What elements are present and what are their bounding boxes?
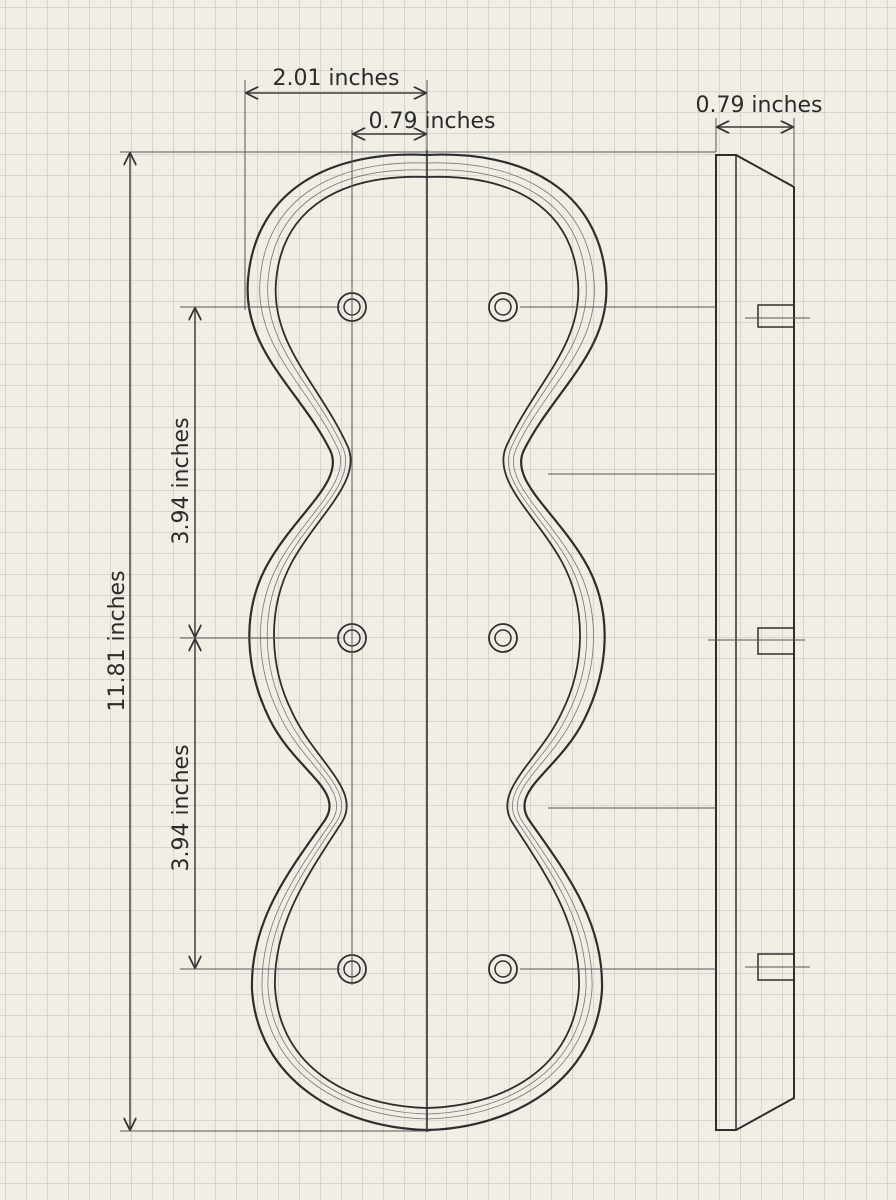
dimension-labels: 2.01 inches 0.79 inches 0.79 inches 11.8… <box>105 66 823 872</box>
hole-right-bottom <box>488 954 518 984</box>
side-peg-top <box>757 304 795 328</box>
extension-lines <box>120 80 795 1132</box>
hole-right-middle <box>488 623 518 653</box>
dimension-lines <box>130 93 792 1129</box>
label-overall-height: 11.81 inches <box>105 570 130 711</box>
side-peg-middle <box>757 627 795 655</box>
front-view <box>246 130 608 1132</box>
label-overall-width: 2.01 inches <box>272 66 399 91</box>
label-side-depth: 0.79 inches <box>695 93 822 118</box>
side-view <box>708 154 810 1131</box>
hole-right-top <box>488 292 518 322</box>
side-profile-outline <box>715 154 795 1131</box>
label-hole-spacing-lower: 3.94 inches <box>169 744 194 871</box>
label-half-width: 0.79 inches <box>368 109 495 134</box>
label-hole-spacing-upper: 3.94 inches <box>169 417 194 544</box>
